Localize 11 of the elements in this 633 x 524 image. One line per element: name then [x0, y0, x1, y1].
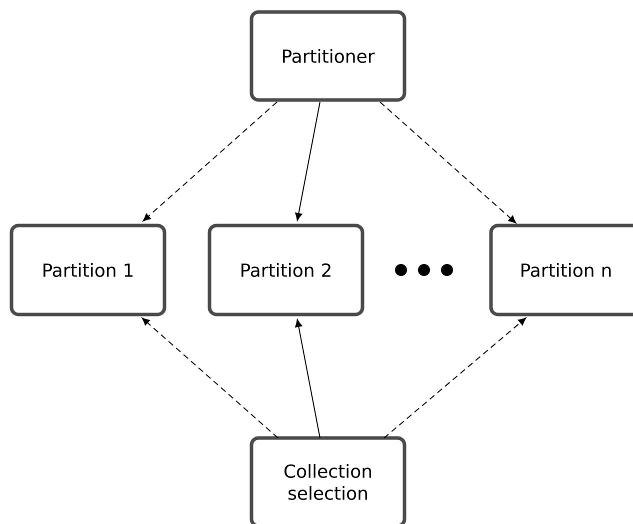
- process-box: Partition 2: [208, 224, 364, 316]
- arrow: [380, 102, 516, 224]
- arrow: [142, 318, 278, 438]
- arrow: [295, 319, 320, 438]
- process-box: Partitioner: [250, 10, 406, 102]
- arrow: [384, 318, 526, 438]
- arrow: [142, 102, 278, 222]
- process-box: Partition n: [489, 224, 633, 316]
- process-box: Collection selection: [250, 436, 406, 524]
- arrow: [295, 102, 320, 221]
- process-box: Partition 1: [10, 224, 166, 316]
